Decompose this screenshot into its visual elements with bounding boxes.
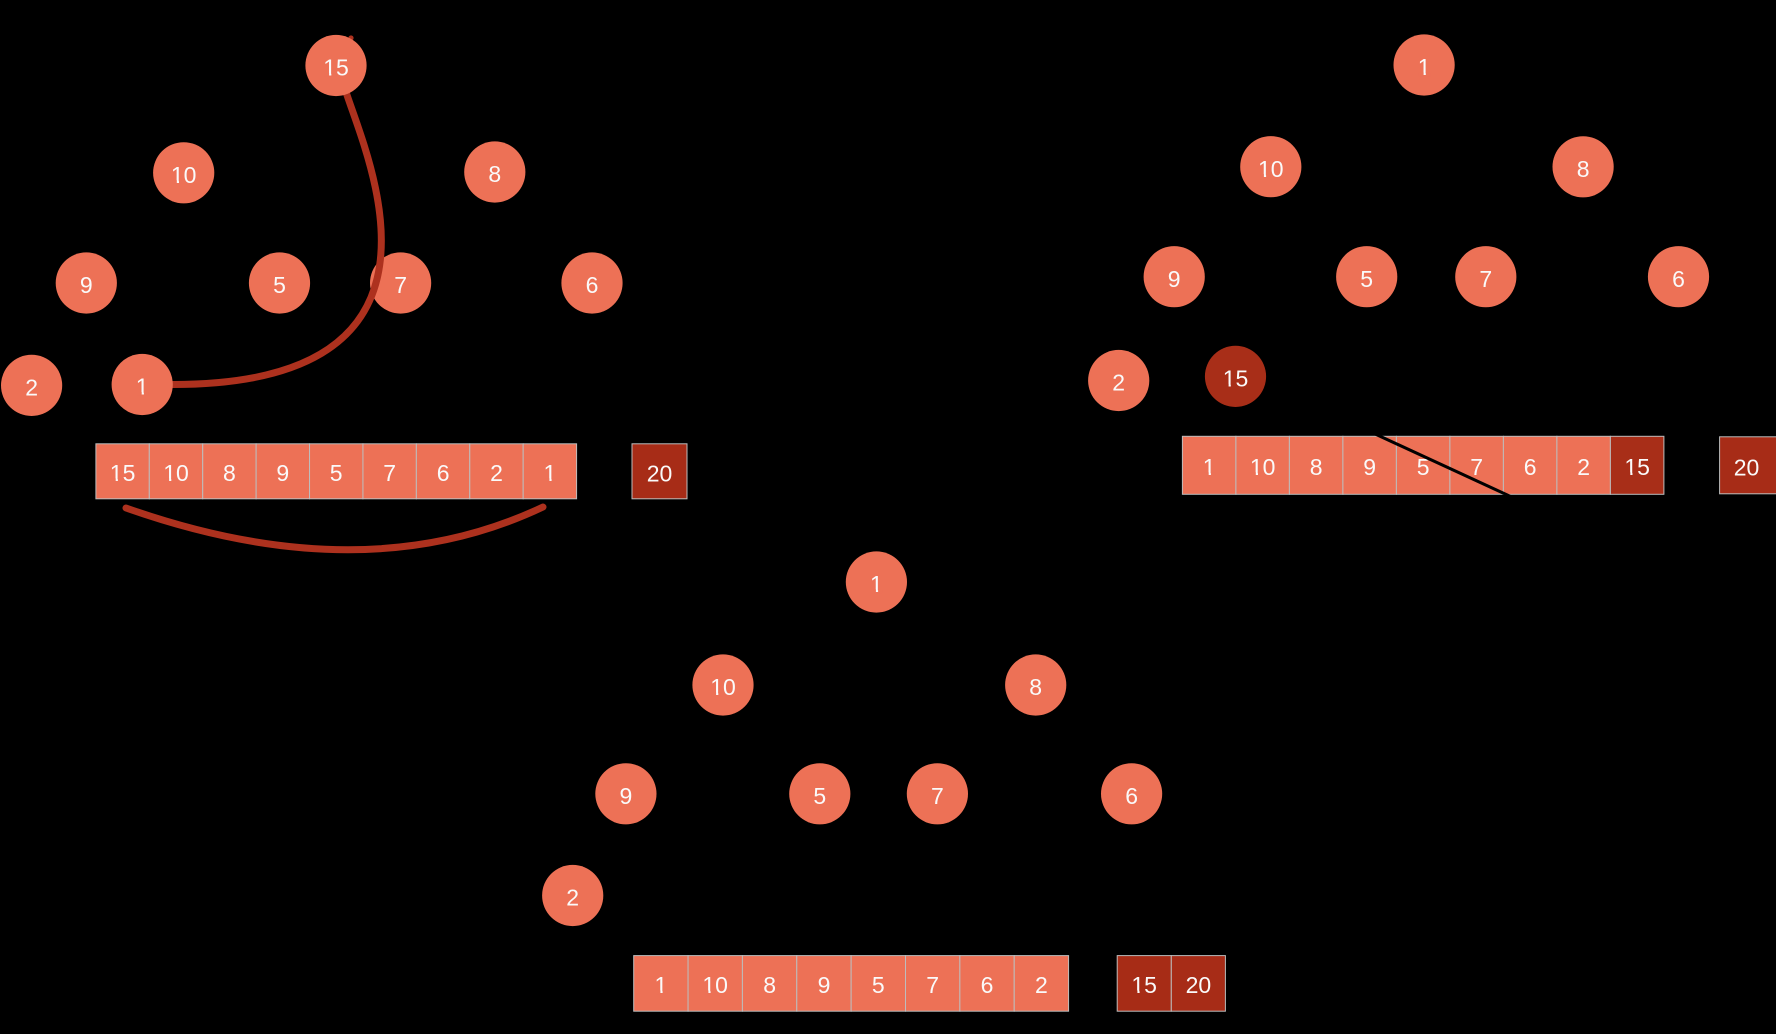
svg-text:2: 2	[1112, 370, 1125, 396]
svg-text:6: 6	[586, 272, 599, 298]
svg-text:10: 10	[1258, 156, 1284, 182]
svg-text:10: 10	[710, 674, 736, 700]
svg-text:7: 7	[1479, 266, 1492, 292]
svg-text:8: 8	[223, 460, 236, 486]
svg-text:2: 2	[25, 375, 38, 401]
svg-text:6: 6	[981, 972, 994, 998]
svg-text:9: 9	[620, 783, 633, 809]
svg-text:8: 8	[488, 161, 501, 187]
svg-text:7: 7	[931, 783, 944, 809]
svg-text:8: 8	[1029, 674, 1042, 700]
svg-text:7: 7	[926, 972, 939, 998]
svg-text:7: 7	[383, 460, 396, 486]
svg-text:2: 2	[1035, 972, 1048, 998]
svg-text:8: 8	[763, 972, 776, 998]
svg-text:5: 5	[1360, 266, 1373, 292]
svg-text:1: 1	[544, 460, 557, 486]
svg-text:10: 10	[171, 162, 197, 188]
svg-text:9: 9	[80, 272, 93, 298]
svg-text:2: 2	[566, 885, 579, 911]
svg-text:5: 5	[872, 972, 885, 998]
svg-text:2: 2	[1577, 454, 1590, 480]
svg-text:20: 20	[1734, 454, 1760, 480]
svg-text:5: 5	[330, 460, 343, 486]
svg-text:1: 1	[870, 571, 883, 597]
svg-text:9: 9	[818, 972, 831, 998]
svg-text:7: 7	[394, 272, 407, 298]
svg-text:8: 8	[1577, 156, 1590, 182]
svg-text:5: 5	[273, 272, 286, 298]
svg-text:6: 6	[1672, 266, 1685, 292]
svg-text:1: 1	[136, 374, 149, 400]
svg-text:1: 1	[1203, 454, 1216, 480]
svg-text:1: 1	[1418, 54, 1431, 80]
svg-text:10: 10	[1250, 454, 1276, 480]
svg-text:1: 1	[655, 972, 668, 998]
svg-text:20: 20	[1186, 972, 1212, 998]
svg-text:15: 15	[1131, 972, 1157, 998]
svg-text:9: 9	[1363, 454, 1376, 480]
svg-text:6: 6	[1125, 783, 1138, 809]
svg-text:9: 9	[276, 460, 289, 486]
svg-text:15: 15	[110, 460, 136, 486]
svg-text:6: 6	[437, 460, 450, 486]
svg-text:15: 15	[323, 55, 349, 81]
svg-text:9: 9	[1168, 266, 1181, 292]
svg-text:8: 8	[1310, 454, 1323, 480]
svg-text:5: 5	[1417, 454, 1430, 480]
svg-text:2: 2	[490, 460, 503, 486]
svg-text:15: 15	[1223, 366, 1249, 392]
svg-text:5: 5	[813, 783, 826, 809]
svg-text:10: 10	[702, 972, 728, 998]
svg-text:20: 20	[647, 460, 673, 486]
svg-text:6: 6	[1524, 454, 1537, 480]
svg-text:7: 7	[1470, 454, 1483, 480]
svg-text:15: 15	[1624, 454, 1650, 480]
svg-text:10: 10	[163, 460, 189, 486]
